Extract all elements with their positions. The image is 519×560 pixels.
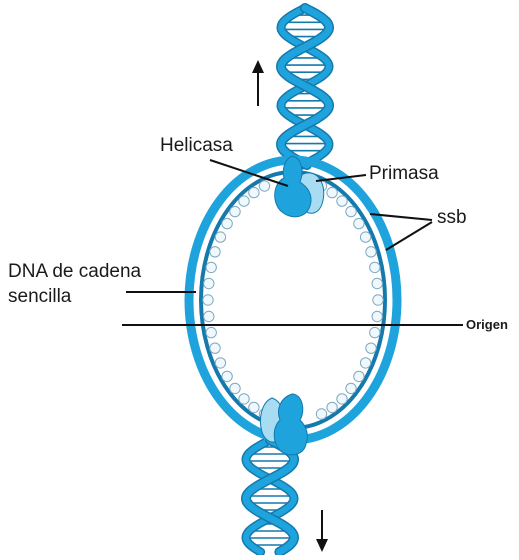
- ssb-leader-line-2: [386, 222, 432, 250]
- ssb-protein: [230, 206, 240, 216]
- ssb-protein: [259, 181, 269, 191]
- ssb-protein: [210, 343, 220, 353]
- ssb-protein: [215, 358, 225, 368]
- ssb-protein: [337, 394, 347, 404]
- bottom-double-helix: [246, 440, 294, 552]
- ssb-protein: [249, 402, 259, 412]
- ssb-protein: [316, 409, 326, 419]
- ssb-protein: [327, 402, 337, 412]
- ssb-protein: [373, 295, 383, 305]
- ssdna-label-line1: DNA de cadena: [8, 261, 141, 283]
- ssb-protein: [204, 278, 214, 288]
- ssb-protein: [327, 187, 337, 197]
- primase-label: Primasa: [369, 163, 439, 185]
- ssb-protein: [360, 232, 370, 242]
- ssb-protein: [360, 358, 370, 368]
- helicase-label: Helicasa: [160, 135, 233, 157]
- ssb-protein: [204, 311, 214, 321]
- ssb-label: ssb: [437, 207, 467, 229]
- ssb-protein: [354, 371, 364, 381]
- ssb-protein: [372, 278, 382, 288]
- ssb-protein: [366, 247, 376, 257]
- arrow-up: [252, 60, 264, 106]
- ssb-protein: [372, 311, 382, 321]
- ssb-protein: [206, 327, 216, 337]
- arrow-down: [316, 510, 328, 552]
- top-double-helix: [281, 8, 329, 165]
- ssb-protein: [215, 232, 225, 242]
- ssb-protein: [337, 196, 347, 206]
- ssb-protein: [222, 218, 232, 228]
- ssb-protein: [239, 196, 249, 206]
- ssb-protein: [346, 206, 356, 216]
- ssb-protein: [210, 247, 220, 257]
- ssb-protein: [249, 187, 259, 197]
- ssb-protein: [206, 262, 216, 272]
- ssb-protein: [354, 218, 364, 228]
- ssb-protein: [370, 262, 380, 272]
- origin-label: Origen: [466, 317, 508, 332]
- ssb-protein: [239, 394, 249, 404]
- ssb-protein: [346, 383, 356, 393]
- ssb-protein: [222, 371, 232, 381]
- ssb-protein: [230, 383, 240, 393]
- ssb-protein: [370, 327, 380, 337]
- ssdna-label-line2: sencilla: [8, 286, 71, 308]
- ssb-protein: [203, 295, 213, 305]
- ssb-protein: [366, 343, 376, 353]
